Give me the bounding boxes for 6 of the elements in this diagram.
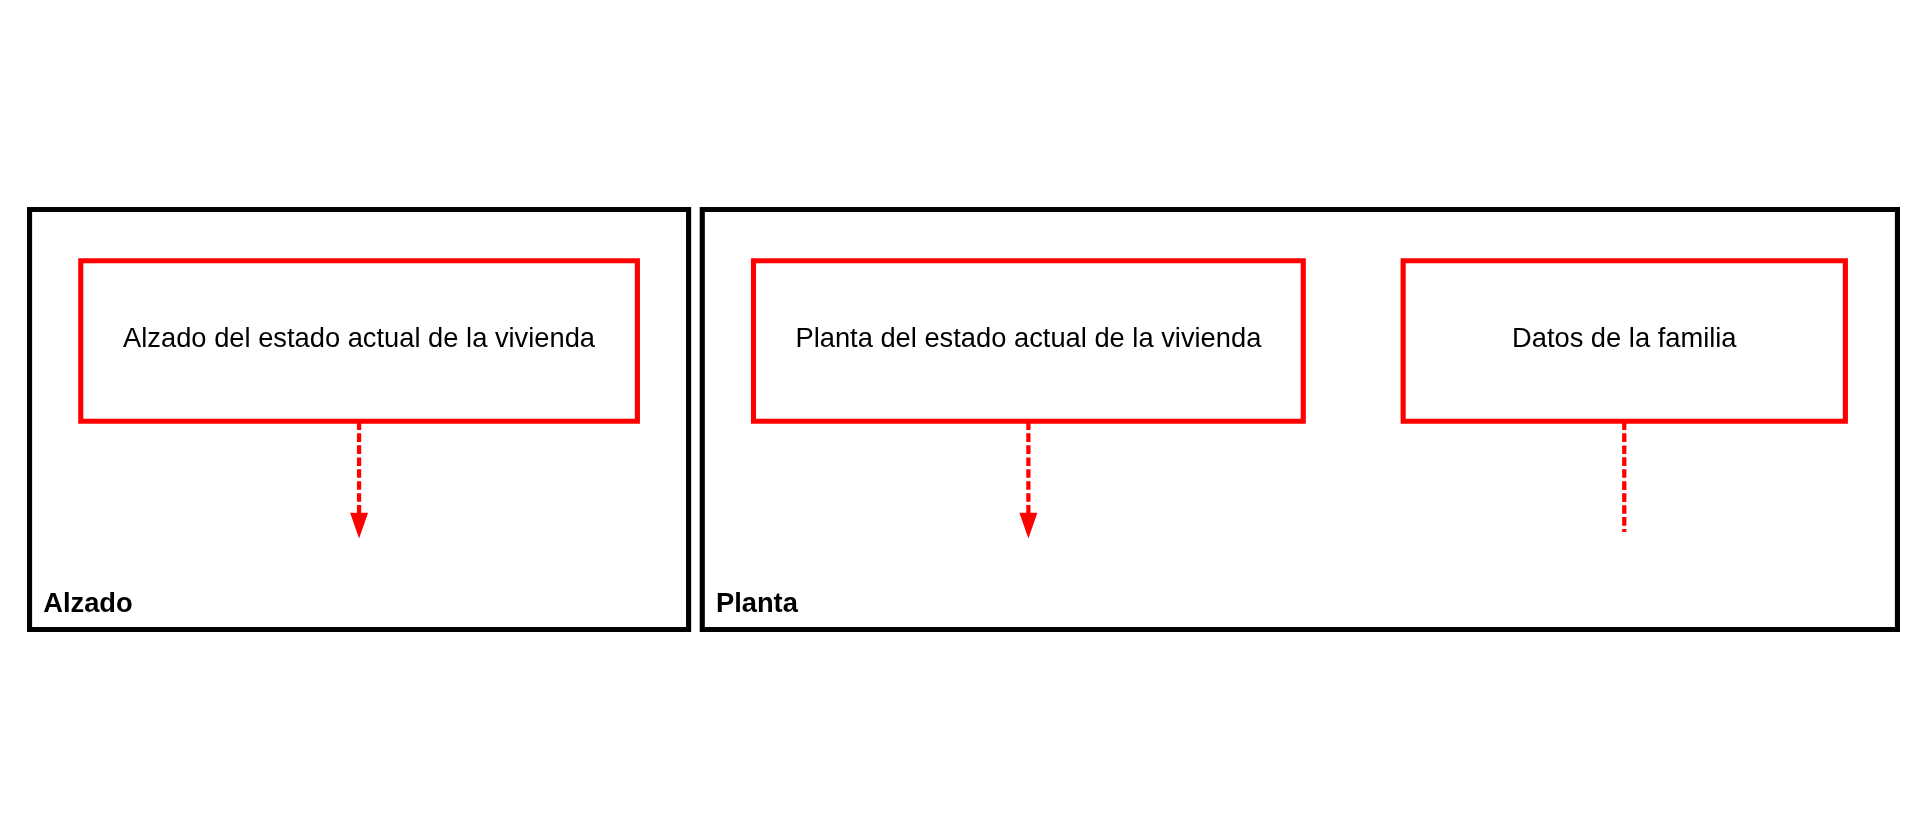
- connector: [1622, 420, 1627, 532]
- arrow: [1019, 420, 1038, 538]
- node-box: Datos de la familia: [1400, 257, 1848, 424]
- node-box: Alzado del estado actual de la vivienda: [78, 257, 640, 424]
- arrow: [350, 420, 369, 538]
- node-box: Planta del estado actual de la vivienda: [750, 257, 1306, 424]
